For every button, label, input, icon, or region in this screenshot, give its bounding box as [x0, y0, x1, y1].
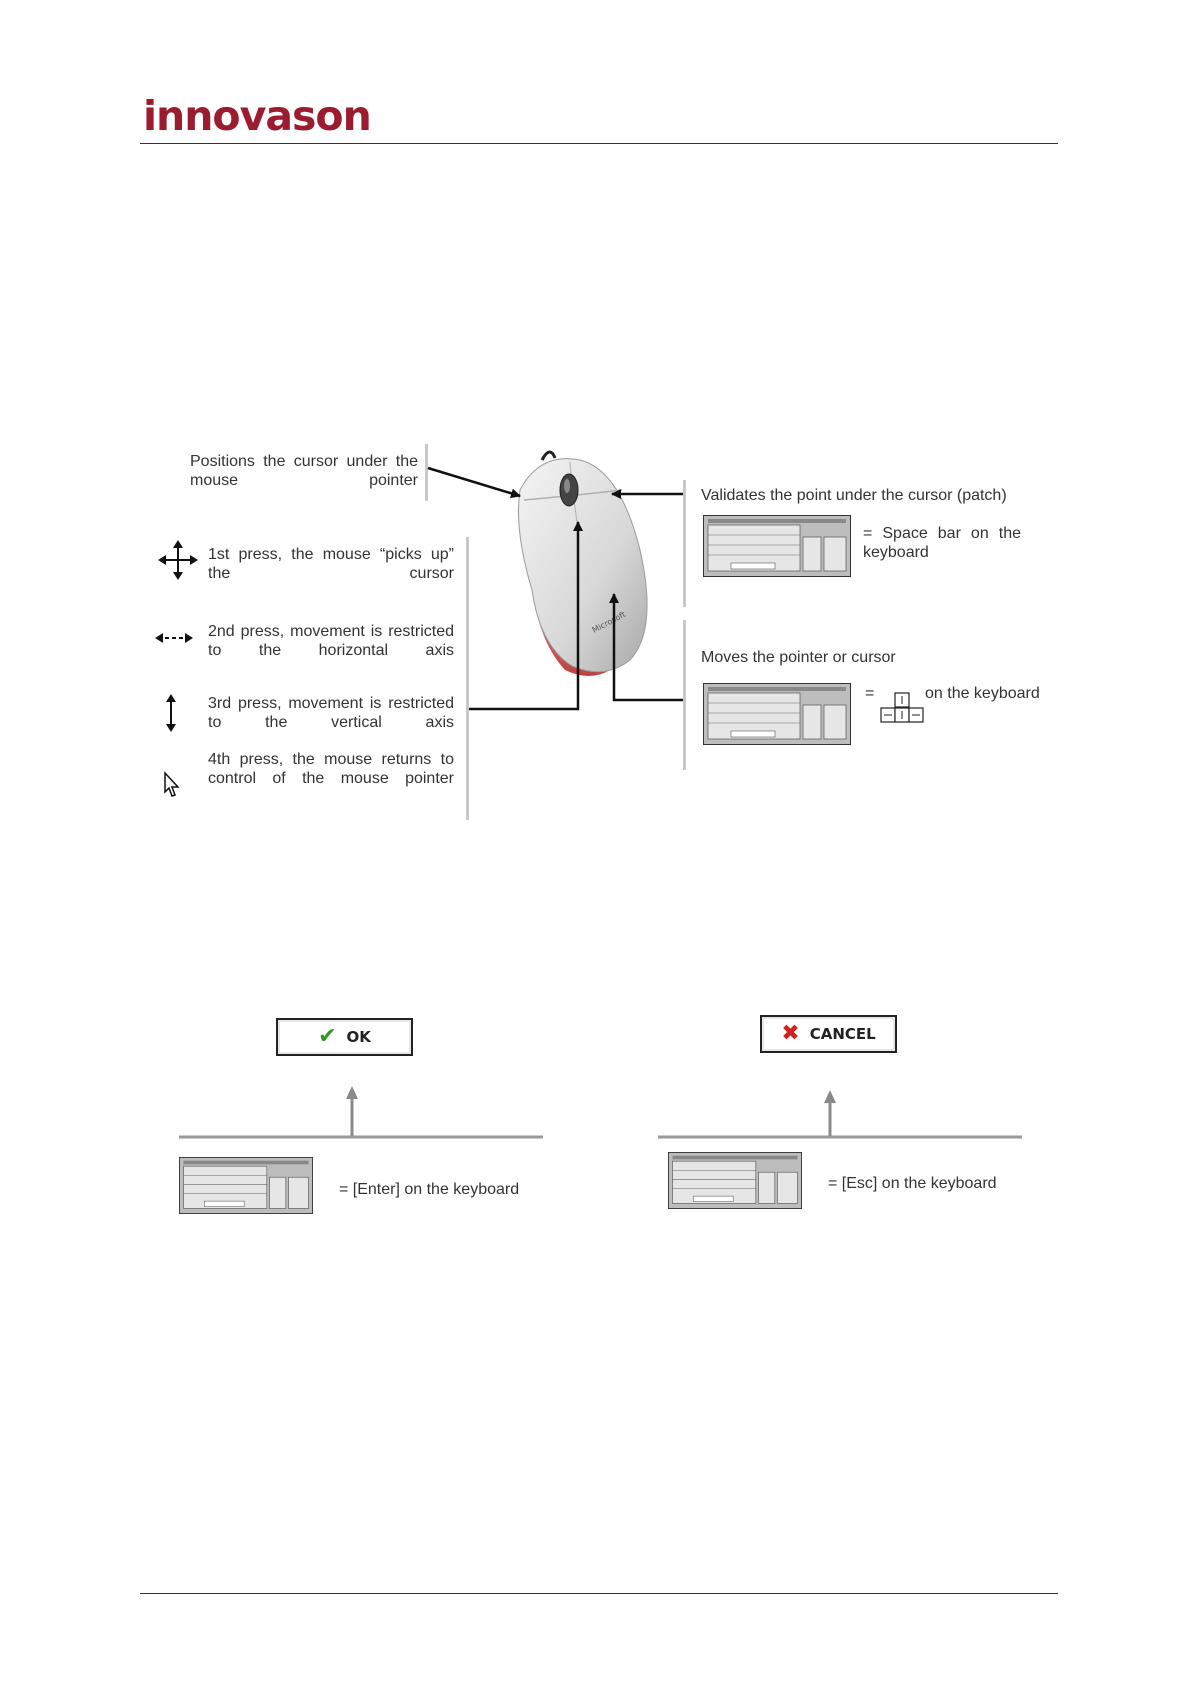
cross-icon: ✖: [781, 1023, 799, 1045]
keyboard-icon: [179, 1157, 313, 1214]
ok-key-description: = [Enter] on the keyboard: [339, 1180, 519, 1199]
checkmark-icon: ✔: [318, 1026, 336, 1048]
cancel-key-description: = [Esc] on the keyboard: [828, 1174, 997, 1193]
ok-button-label: OK: [347, 1028, 371, 1046]
footer-rule: [140, 1593, 1058, 1594]
keyboard-icon: [668, 1152, 802, 1209]
cancel-button[interactable]: ✖ CANCEL: [760, 1015, 897, 1053]
cancel-button-label: CANCEL: [810, 1025, 876, 1043]
ok-button[interactable]: ✔ OK: [276, 1018, 413, 1056]
